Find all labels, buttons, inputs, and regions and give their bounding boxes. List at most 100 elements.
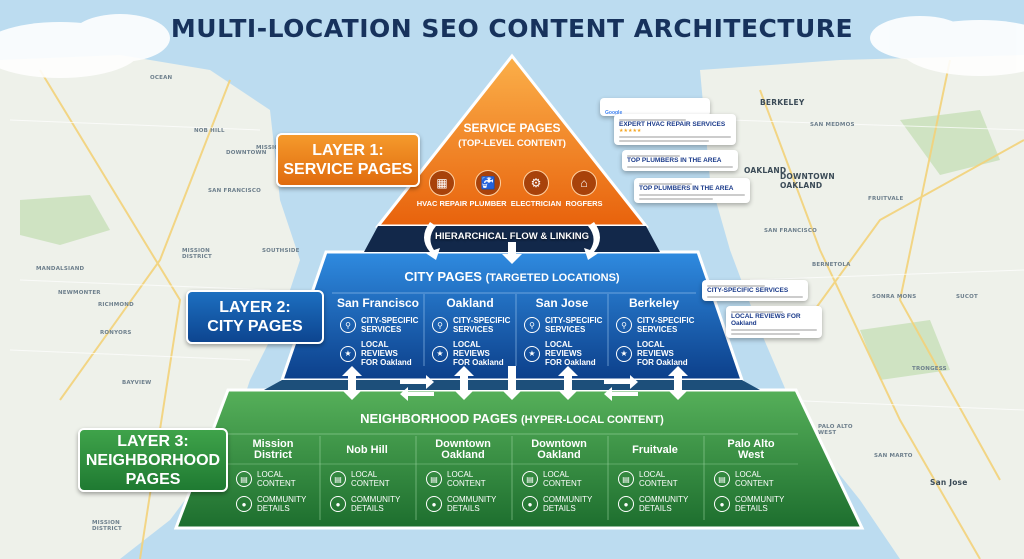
location-icon: ⚲ <box>340 317 356 333</box>
location-icon: ⚲ <box>616 317 632 333</box>
map-label: MANDALSIAND <box>36 266 85 272</box>
map-label: DOWNTOWN <box>226 150 267 156</box>
serp-city-result-2[interactable]: LOCAL REVIEWS FOR Oakland <box>726 306 822 338</box>
flow-arrows <box>424 222 600 264</box>
location-icon: ⚲ <box>524 317 540 333</box>
community-icon: ● <box>330 496 346 512</box>
neighborhood-row-content: LOCAL CONTENT <box>639 470 678 488</box>
serp-result-1[interactable]: EXPERT HVAC REPAIR SERVICES ★★★★★ <box>614 114 736 145</box>
search-logo: Google <box>605 110 623 116</box>
location-icon: ⚲ <box>432 317 448 333</box>
city-row-services: CITY-SPECIFIC SERVICES <box>545 316 603 334</box>
neighborhood-pages-title: NEIGHBORHOOD PAGES (HYPER-LOCAL CONTENT) <box>300 411 724 426</box>
service-electrician[interactable]: ⚙ ELECTRICIAN <box>506 170 566 208</box>
flow-label: HIERARCHICAL FLOW & LINKING <box>435 231 589 242</box>
map-label: MISSION DISTRICT <box>92 520 122 532</box>
layer-3-label: LAYER 3: NEIGHBORHOOD PAGES <box>78 428 228 492</box>
map-label: SAN MEDMOS <box>810 122 855 128</box>
serp-result-title: TOP PLUMBERS IN THE AREA <box>639 185 734 192</box>
city-row-reviews: LOCAL REVIEWS FOR Oakland <box>453 340 504 367</box>
city-title-text: CITY PAGES <box>404 269 482 284</box>
serp-result-title: LOCAL REVIEWS FOR Oakland <box>731 313 801 327</box>
city-row-reviews: LOCAL REVIEWS FOR Oakland <box>545 340 596 367</box>
service-label: PLUMBER <box>469 199 507 208</box>
map-label: FRUITVALE <box>868 196 904 202</box>
neighborhood-row-details: COMMUNITY DETAILS <box>735 495 785 513</box>
map-label: TRONGESS <box>912 366 947 372</box>
neighborhood-row-details: COMMUNITY DETAILS <box>543 495 593 513</box>
document-icon: ▤ <box>426 471 442 487</box>
map-label: SAN FRANCISCO <box>764 228 817 234</box>
service-label: ROGFERS <box>565 199 603 208</box>
neighborhood-name: Palo Alto West <box>727 438 775 461</box>
neighborhood-column[interactable]: Downtown Oakland▤LOCAL CONTENT●COMMUNITY… <box>416 438 510 513</box>
map-label: RONYORS <box>100 330 132 336</box>
document-icon: ▤ <box>236 471 252 487</box>
community-icon: ● <box>618 496 634 512</box>
city-name: Berkeley <box>628 296 680 310</box>
rating-stars-icon: ★★★★★ <box>619 128 642 134</box>
city-name: San Jose <box>535 296 589 310</box>
neighborhood-row-details: COMMUNITY DETAILS <box>257 495 307 513</box>
map-label: SONRA MONS <box>872 294 917 300</box>
star-icon: ★ <box>616 345 632 362</box>
service-subtitle-text: (TOP-LEVEL CONTENT) <box>458 138 566 149</box>
serp-result-title: EXPERT HVAC REPAIR SERVICES <box>619 121 726 128</box>
map-label: SAN MARTO <box>874 453 913 459</box>
map-label: SAN FRANCISCO <box>208 188 261 194</box>
star-icon: ★ <box>432 345 448 362</box>
map-label: MISSION <box>256 145 284 151</box>
city-column[interactable]: Berkeley ⚲ CITY-SPECIFIC SERVICES ★ LOCAL RE… <box>608 296 700 367</box>
map-label: NOB HILL <box>194 128 225 134</box>
faucet-icon: 🚰 <box>475 170 501 196</box>
neighborhood-row-details: COMMUNITY DETAILS <box>639 495 689 513</box>
map-label: OAKLAND <box>744 166 787 175</box>
neighborhood-row-content: LOCAL CONTENT <box>351 470 390 488</box>
neighborhood-name: Downtown Oakland <box>531 438 587 461</box>
service-roofers[interactable]: ⌂ ROGFERS <box>554 170 614 208</box>
neighborhood-name: Nob Hill <box>346 443 388 456</box>
serp-result-3[interactable]: TOP PLUMBERS IN THE AREA <box>634 178 750 203</box>
roof-icon: ⌂ <box>571 170 597 196</box>
hvac-icon: ▦ <box>429 170 455 196</box>
map-label: SUCOT <box>956 294 978 300</box>
neighborhood-column[interactable]: Palo Alto West▤LOCAL CONTENT●COMMUNITY D… <box>704 438 798 513</box>
city-pages-title: CITY PAGES (TARGETED LOCATIONS) <box>330 269 694 284</box>
neighborhood-column[interactable]: Mission District▤LOCAL CONTENT●COMMUNITY… <box>226 438 320 513</box>
service-plumber[interactable]: 🚰 PLUMBER <box>458 170 518 208</box>
map-label: SOUTHSIDE <box>262 248 300 254</box>
document-icon: ▤ <box>618 471 634 487</box>
layer-2-label: LAYER 2: CITY PAGES <box>186 290 324 344</box>
community-icon: ● <box>522 496 538 512</box>
city-row-reviews: LOCAL REVIEWS FOR Oakland <box>637 340 688 367</box>
city-column[interactable]: San Jose⚲CITY-SPECIFIC SERVICES★LOCAL RE… <box>516 296 608 367</box>
map-label: NEWMONTER <box>58 290 101 296</box>
serp-result-title: CITY-SPECIFIC SERVICES <box>707 287 789 294</box>
map-label: DOWNTOWN OAKLAND <box>780 172 835 190</box>
document-icon: ▤ <box>714 471 730 487</box>
map-label: RICHMOND <box>98 302 134 308</box>
city-subtitle-text: (TARGETED LOCATIONS) <box>485 272 620 284</box>
worker-icon: ⚙ <box>523 170 549 196</box>
neighborhood-column[interactable]: Fruitvale▤LOCAL CONTENT●COMMUNITY DETAIL… <box>608 438 702 513</box>
community-icon: ● <box>714 496 730 512</box>
city-column[interactable]: San Francisco⚲CITY-SPECIFIC SERVICES★LOC… <box>332 296 424 367</box>
neighborhood-column[interactable]: Downtown Oakland▤LOCAL CONTENT●COMMUNITY… <box>512 438 606 513</box>
star-icon: ★ <box>340 345 356 362</box>
serp-city-result-1[interactable]: CITY-SPECIFIC SERVICES <box>702 280 808 301</box>
neighborhood-column[interactable]: Nob Hill▤LOCAL CONTENT●COMMUNITY DETAILS <box>320 438 414 513</box>
linking-arrows <box>342 366 688 401</box>
serp-result-2[interactable]: TOP PLUMBERS IN THE AREA <box>622 150 738 171</box>
service-title-text: SERVICE PAGES <box>463 121 561 135</box>
city-row-services: CITY-SPECIFIC SERVICES <box>453 316 511 334</box>
neighborhood-row-content: LOCAL CONTENT <box>447 470 486 488</box>
city-column[interactable]: Oakland⚲CITY-SPECIFIC SERVICES★LOCAL REV… <box>424 296 516 367</box>
neighborhood-subtitle-text: (HYPER-LOCAL CONTENT) <box>521 414 664 426</box>
layer-2-text: LAYER 2: CITY PAGES <box>207 299 303 335</box>
neighborhood-row-content: LOCAL CONTENT <box>543 470 582 488</box>
service-hvac[interactable]: ▦ HVAC REPAIR <box>412 170 472 208</box>
city-row-services: CITY-SPECIFIC SERVICES <box>637 316 695 334</box>
community-icon: ● <box>236 496 252 512</box>
neighborhood-name: Mission District <box>252 438 294 461</box>
